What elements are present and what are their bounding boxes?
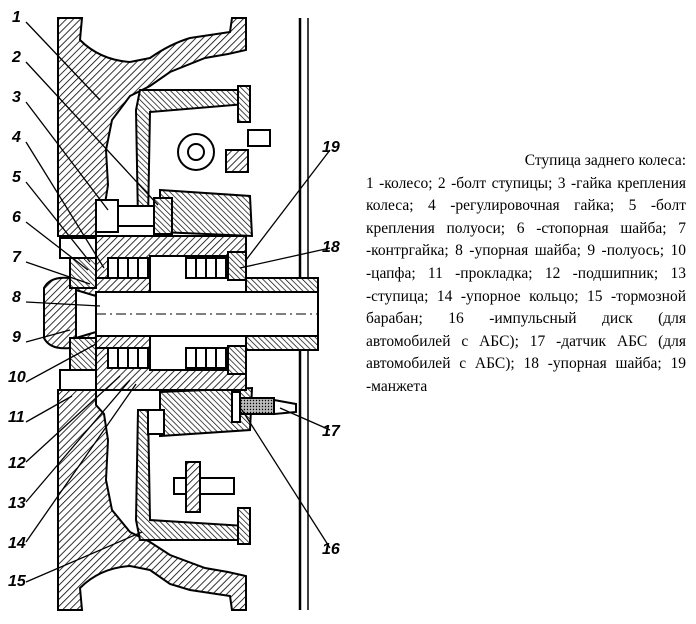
callout-7: 7 [12,249,22,266]
hub-cross-section-drawing: 1 2 3 4 5 6 7 8 9 10 11 12 13 14 15 16 1… [8,9,341,611]
callout-17: 17 [322,423,341,440]
callout-10: 10 [8,369,26,386]
axle-shaft [43,276,319,351]
callout-2: 2 [11,49,21,66]
callout-numbers: 1 2 3 4 5 6 7 8 9 10 11 12 13 14 15 16 1… [8,9,341,590]
callout-19: 19 [322,139,340,156]
callout-13: 13 [8,495,26,512]
leader-lines [25,21,331,583]
flange-bolts [59,237,97,391]
callout-16: 16 [322,541,340,558]
abs-sensor [231,391,297,423]
callout-4: 4 [11,129,21,146]
caption-body: 1 -колесо; 2 -болт ступицы; 3 -гайка кре… [366,174,686,395]
bearings [107,257,227,369]
callout-11: 11 [8,409,25,426]
callout-14: 14 [8,535,26,552]
callout-8: 8 [12,289,21,306]
wheel-rim [57,17,247,611]
parts-caption: Ступица заднего колеса: 1 -колесо; 2 -бо… [366,150,686,399]
callout-5: 5 [12,169,22,186]
callout-9: 9 [12,329,21,346]
wheel-bolt-and-nut [95,197,173,235]
callout-1: 1 [12,9,21,26]
callout-3: 3 [12,89,21,106]
brake-mechanism [147,129,271,513]
callout-15: 15 [8,573,27,590]
seal-and-washer [227,251,247,375]
callout-6: 6 [12,209,21,226]
callout-12: 12 [8,455,26,472]
caption-title: Ступица заднего колеса: [524,152,686,169]
callout-18: 18 [322,239,340,256]
